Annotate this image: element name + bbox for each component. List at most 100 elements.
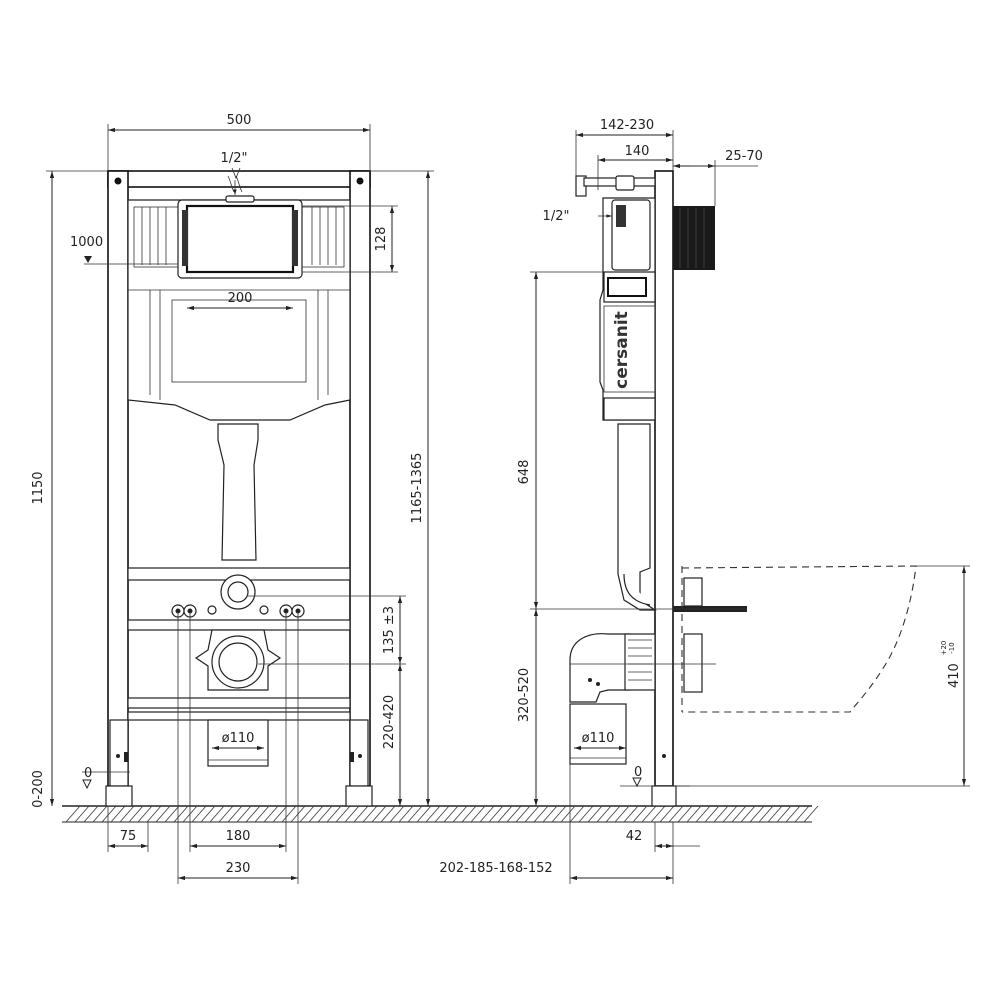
floor-hatch — [362, 805, 378, 823]
floor-hatch — [272, 805, 288, 823]
side-pipe-label: ø110 — [582, 731, 615, 746]
floor-hatch — [533, 805, 549, 823]
front-pipe-label: ø110 — [222, 731, 255, 746]
side-view: cersanit — [569, 170, 917, 807]
floor-hatch — [92, 805, 108, 823]
floor-hatch — [569, 805, 585, 823]
floor-hatch — [407, 805, 423, 823]
front-labels: 500 1/2" 1150 1000 128 200 1165-1365 135… — [31, 113, 425, 876]
bowl-height-label: 410 — [947, 663, 962, 688]
level-ref-label: 1000 — [70, 235, 103, 250]
floor-hatch — [317, 805, 333, 823]
button-width-label: 200 — [228, 291, 253, 306]
floor-hatch — [263, 805, 279, 823]
floor-hatch — [767, 805, 783, 823]
bowl-tol-minus: -10 — [948, 642, 956, 653]
floor-hatch — [335, 805, 351, 823]
floor-hatch — [461, 805, 477, 823]
floor-hatch — [398, 805, 414, 823]
floor-hatch — [344, 805, 360, 823]
floor-hatch — [731, 805, 747, 823]
floor-hatch — [623, 805, 639, 823]
side-labels: 142-230 140 25-70 1/2" 648 320-520 ø110 … — [439, 118, 962, 876]
floor-hatch — [524, 805, 540, 823]
floor-hatch — [542, 805, 558, 823]
floor-hatch — [704, 805, 720, 823]
depth-inner-label: 140 — [625, 144, 650, 159]
floor-hatch — [119, 805, 135, 823]
floor-hatch — [785, 805, 801, 823]
wall-plate-label: 25-70 — [725, 149, 763, 164]
floor-hatch — [605, 805, 621, 823]
floor-hatch — [110, 805, 126, 823]
floor-hatch — [515, 805, 531, 823]
side-dimensions — [530, 130, 970, 884]
floor-hatch — [209, 805, 225, 823]
floor-hatch — [506, 805, 522, 823]
brand-label: cersanit — [612, 311, 632, 389]
floor-hatch — [695, 805, 711, 823]
foot-offset-label: 42 — [626, 829, 643, 844]
floor-hatch — [488, 805, 504, 823]
floor-hatch — [758, 805, 774, 823]
front-dimensions — [46, 124, 434, 884]
floor-hatch — [452, 805, 468, 823]
floor-hatch — [308, 805, 324, 823]
floor-hatch — [659, 805, 675, 823]
floor-hatch — [560, 805, 576, 823]
bolt-outer-label: 230 — [226, 861, 251, 876]
floor-hatch — [650, 805, 666, 823]
floor-hatch — [227, 805, 243, 823]
front-width-label: 500 — [227, 113, 252, 128]
floor-hatch — [596, 805, 612, 823]
pipe-offsets-label: 202-185-168-152 — [439, 861, 552, 876]
floor-hatch — [389, 805, 405, 823]
front-view — [82, 167, 373, 807]
floor-hatch — [101, 805, 117, 823]
side-zero-label: 0 — [634, 765, 642, 780]
floor-hatch — [443, 805, 459, 823]
floor-hatch — [218, 805, 234, 823]
bolt-inner-label: 180 — [226, 829, 251, 844]
drain-offset-label: 135 ±3 — [382, 606, 397, 654]
inlet-height-label: 648 — [517, 460, 532, 485]
floor-hatch — [668, 805, 684, 823]
floor-hatch — [677, 805, 693, 823]
leg-width-label: 75 — [120, 829, 137, 844]
bowl-tol-plus: +20 — [940, 641, 948, 656]
install-height-label: 1165-1365 — [410, 453, 425, 524]
floor-hatch — [587, 805, 603, 823]
floor-hatch — [380, 805, 396, 823]
floor-hatch — [776, 805, 792, 823]
floor-hatch — [245, 805, 261, 823]
floor-hatch — [83, 805, 99, 823]
floor-hatch — [353, 805, 369, 823]
drain-height-label: 220-420 — [382, 695, 397, 749]
floor-hatch — [155, 805, 171, 823]
floor-hatch — [479, 805, 495, 823]
floor-hatch — [470, 805, 486, 823]
floor-hatch — [164, 805, 180, 823]
floor-hatch — [191, 805, 207, 823]
floor-hatch — [416, 805, 432, 823]
depth-label: 142-230 — [600, 118, 654, 133]
front-height-label: 1150 — [31, 471, 46, 504]
floor-hatch — [65, 805, 81, 823]
side-drain-height-label: 320-520 — [517, 668, 532, 722]
leg-range-label: 0-200 — [31, 770, 46, 808]
floor-hatch — [146, 805, 162, 823]
floor-hatch — [326, 805, 342, 823]
floor-hatch — [371, 805, 387, 823]
floor-hatch — [200, 805, 216, 823]
floor-hatch — [713, 805, 729, 823]
floor-hatch — [632, 805, 648, 823]
floor-hatch — [128, 805, 144, 823]
floor-hatch — [173, 805, 189, 823]
floor — [62, 805, 819, 823]
floor-hatch — [740, 805, 756, 823]
side-inlet-label: 1/2" — [543, 209, 570, 224]
floor-hatch — [236, 805, 252, 823]
floor-hatch — [641, 805, 657, 823]
